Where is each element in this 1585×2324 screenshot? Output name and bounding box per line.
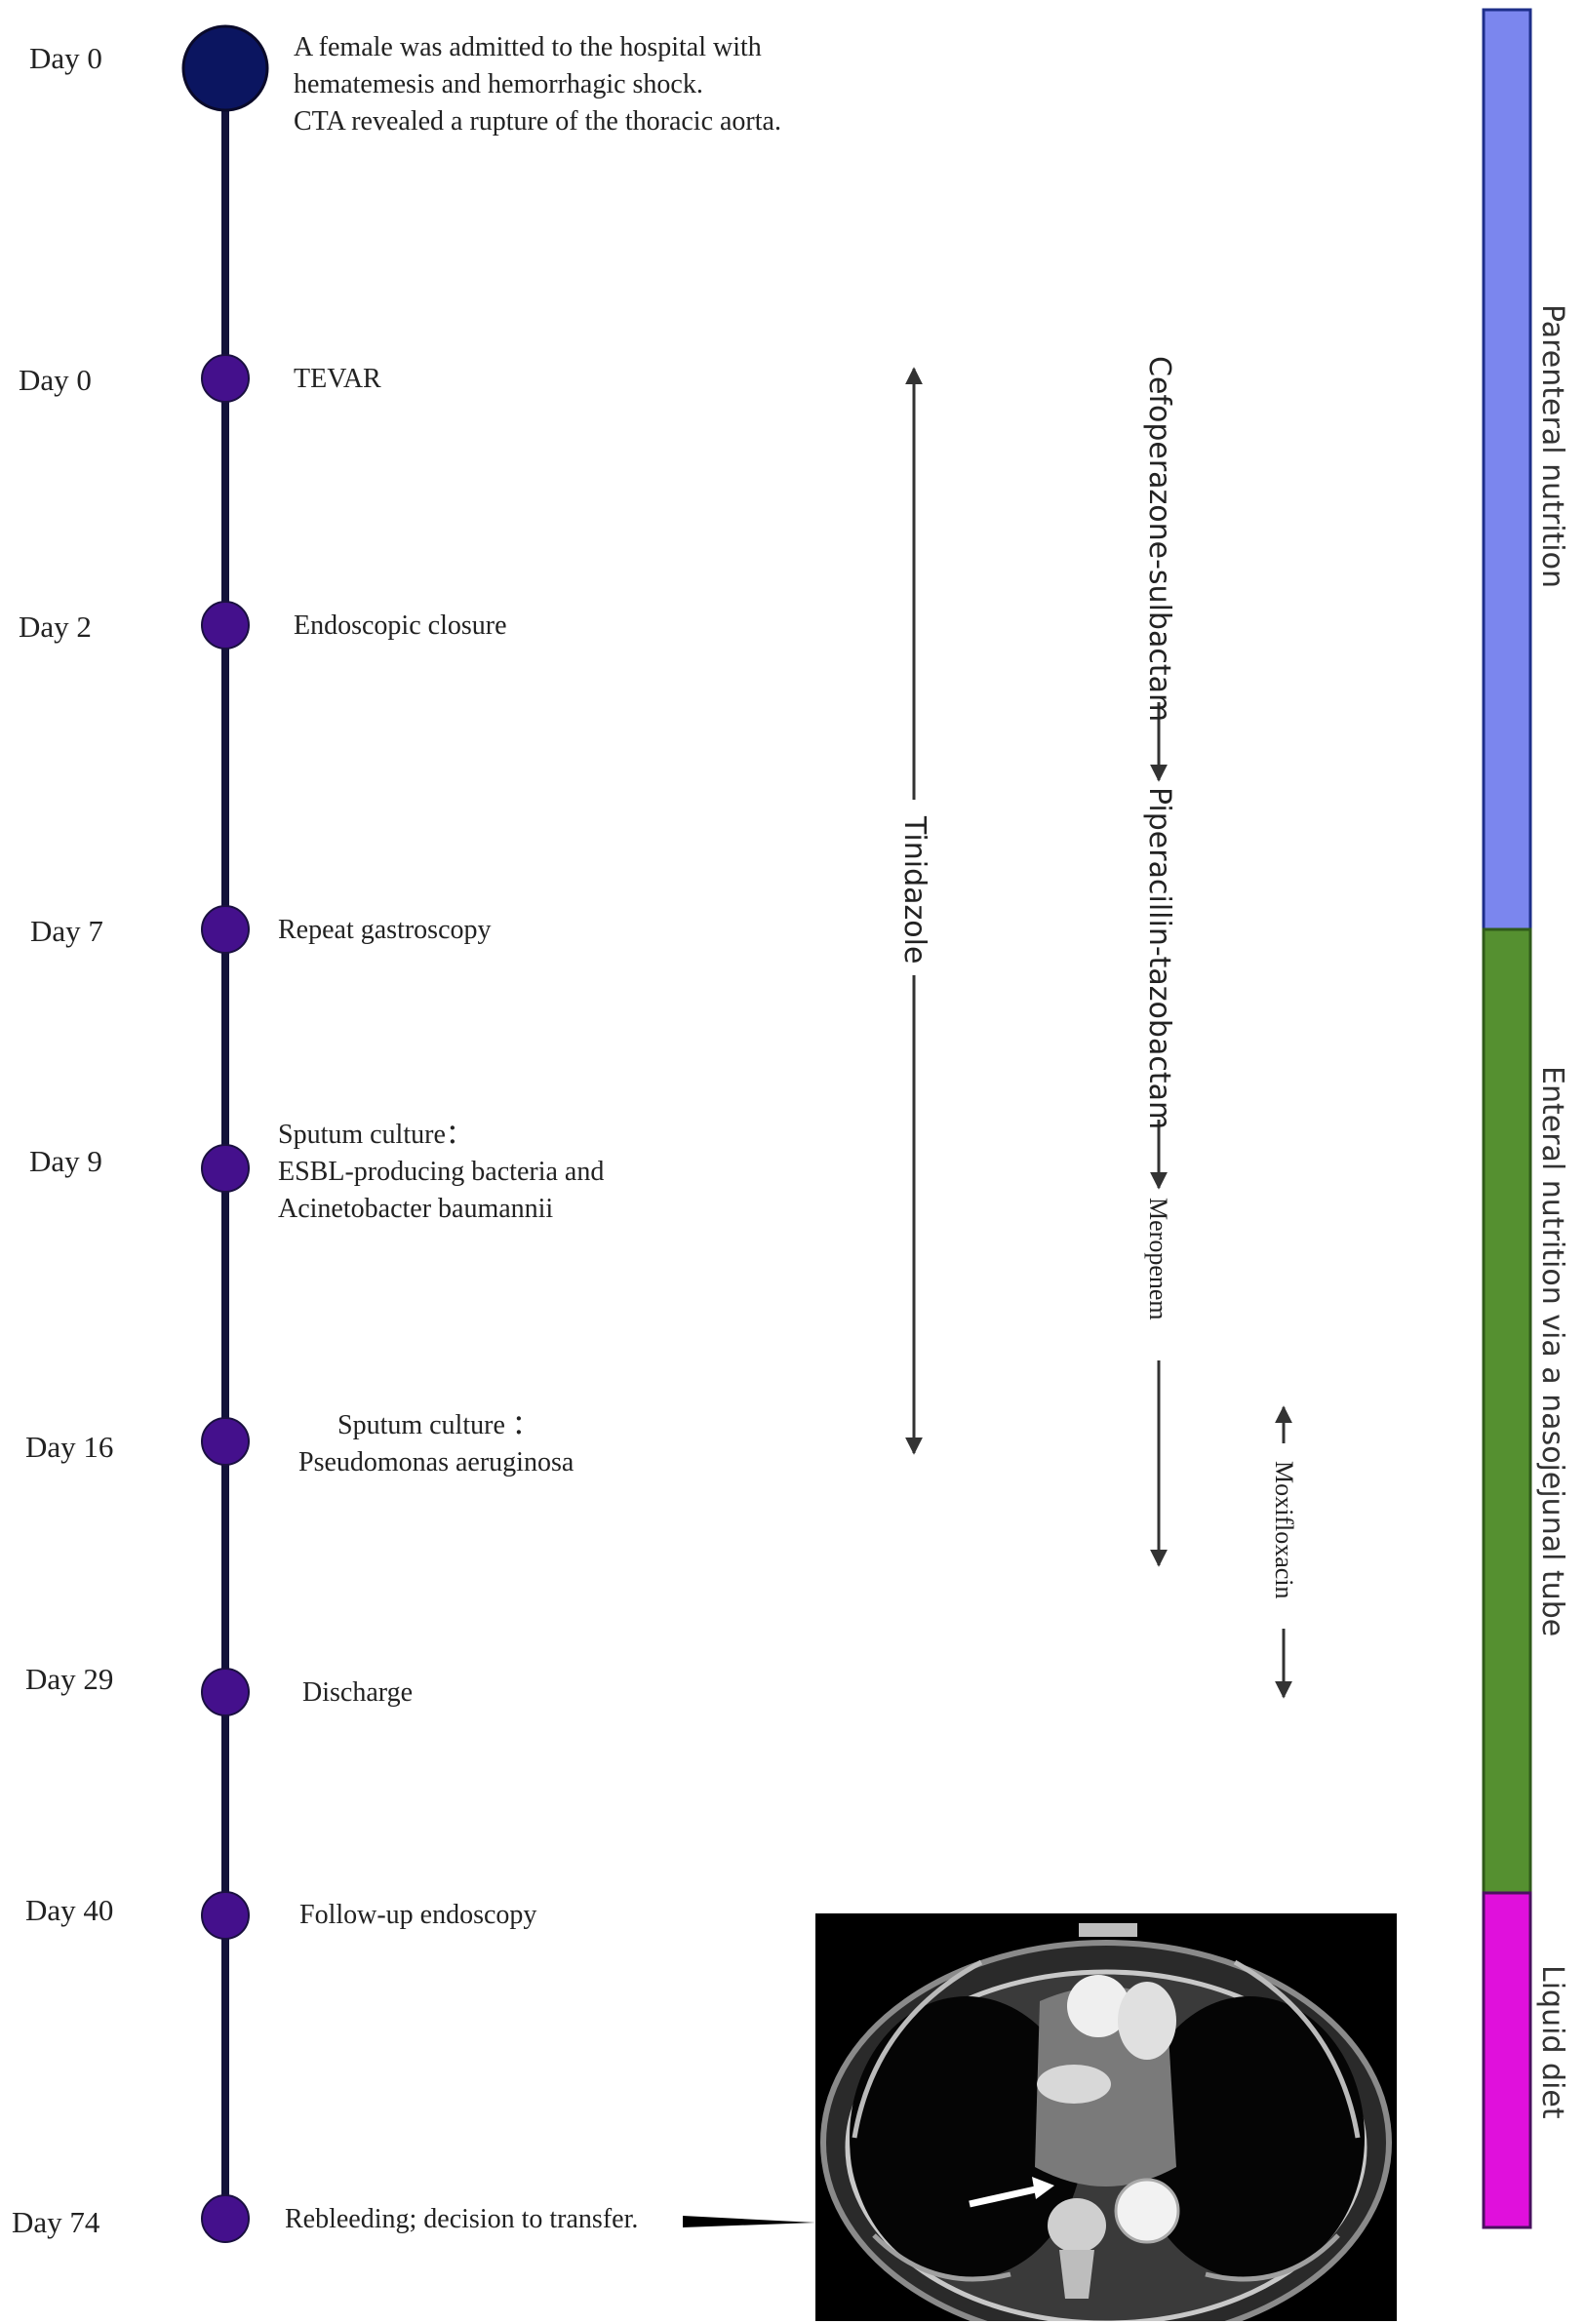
- drug-label-moxifloxacin: Moxifloxacin: [1270, 1461, 1298, 1599]
- event-tevar: TEVAR: [294, 361, 381, 398]
- timeline-node: [201, 354, 250, 403]
- event-line: Pseudomonas aeruginosa: [298, 1447, 575, 1477]
- nutrition-bar-enteral: [1482, 927, 1532, 1895]
- drug-label-cefoperazone: Cefoperazone-sulbactam: [1142, 356, 1176, 723]
- event-admission: A female was admitted to the hospital wi…: [294, 29, 781, 140]
- day-label: Day 9: [29, 1144, 102, 1178]
- drug-label-piperacillin: Piperacillin-tazobactam: [1142, 787, 1176, 1130]
- day-label: Day 74: [12, 2205, 100, 2239]
- timeline-node-start: [181, 24, 269, 112]
- day-label: Day 2: [19, 610, 92, 644]
- day-label: Day 7: [30, 914, 103, 948]
- timeline-node: [201, 1417, 250, 1466]
- day-label: Day 0: [29, 41, 102, 75]
- ct-scan-drawing: [815, 1913, 1397, 2321]
- event-repeat-gastroscopy: Repeat gastroscopy: [278, 912, 492, 949]
- event-discharge: Discharge: [302, 1674, 413, 1712]
- nutrition-label-parenteral: Parenteral nutrition: [1535, 304, 1569, 589]
- event-line: Endoscopic closure: [294, 611, 507, 641]
- event-line: Discharge: [302, 1677, 413, 1708]
- event-line: ESBL-producing bacteria and: [278, 1157, 605, 1187]
- timeline-node: [201, 1144, 250, 1193]
- event-line: Follow-up endoscopy: [299, 1900, 537, 1930]
- event-sputum-culture-1: Sputum culture： ESBL-producing bacteria …: [278, 1117, 604, 1228]
- event-line: CTA revealed a rupture of the thoracic a…: [294, 106, 781, 137]
- day-label: Day 29: [25, 1662, 114, 1696]
- timeline-node: [201, 601, 250, 650]
- timeline-node: [201, 1668, 250, 1716]
- drug-label-meropenem: Meropenem: [1144, 1198, 1172, 1320]
- drug-label-tinidazole: Tinidazole: [897, 816, 931, 965]
- event-line: Rebleeding; decision to transfer.: [285, 2204, 639, 2234]
- nutrition-label-enteral: Enteral nutrition via a nasojejunal tube: [1535, 1066, 1569, 1637]
- event-line: Repeat gastroscopy: [278, 915, 492, 945]
- event-line: hematemesis and hemorrhagic shock.: [294, 69, 703, 99]
- event-line: Sputum culture ：: [337, 1410, 539, 1440]
- event-line: A female was admitted to the hospital wi…: [294, 32, 762, 62]
- ct-scan-image: [815, 1913, 1397, 2321]
- nutrition-bar-parenteral: [1482, 8, 1532, 931]
- timeline-node: [201, 1891, 250, 1940]
- timeline-node: [201, 2194, 250, 2243]
- event-line: Acinetobacter baumannii: [278, 1194, 554, 1224]
- event-rebleeding: Rebleeding; decision to transfer.: [285, 2201, 638, 2238]
- day-label: Day 0: [19, 363, 92, 397]
- timeline-node: [201, 905, 250, 954]
- event-sputum-culture-2: Sputum culture ： Pseudomonas aeruginosa: [298, 1407, 574, 1481]
- event-line: Sputum culture：: [278, 1120, 473, 1150]
- event-follow-up-endoscopy: Follow-up endoscopy: [299, 1897, 536, 1934]
- nutrition-label-liquid: Liquid diet: [1535, 1965, 1569, 2119]
- nutrition-bar-liquid: [1482, 1891, 1532, 2229]
- day-label: Day 40: [25, 1893, 114, 1927]
- day-label: Day 16: [25, 1430, 114, 1464]
- ct-pointer: [683, 2216, 815, 2227]
- event-endoscopic-closure: Endoscopic closure: [294, 608, 507, 645]
- event-line: TEVAR: [294, 364, 381, 394]
